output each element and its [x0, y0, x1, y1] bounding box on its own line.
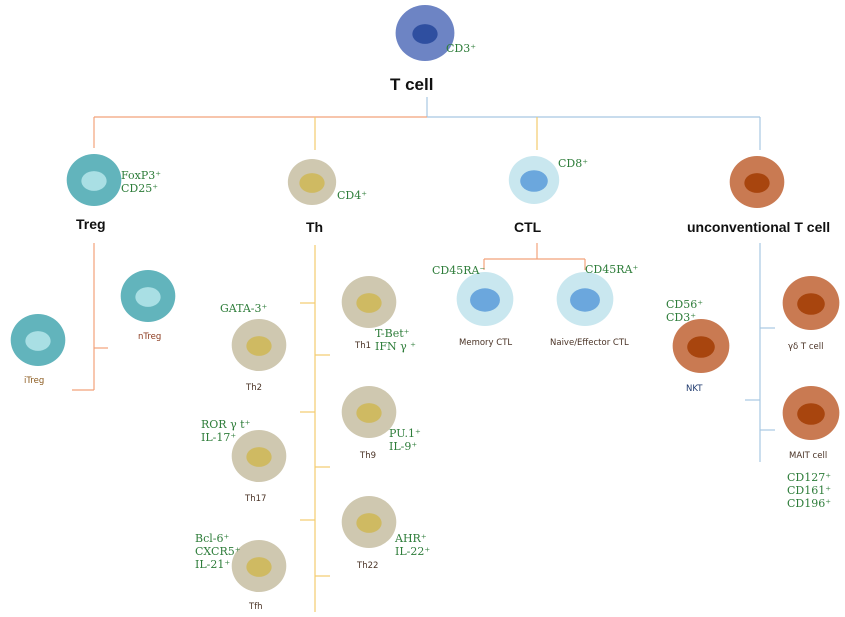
th1-cell — [341, 276, 397, 328]
th9-cell-nucleus — [356, 403, 382, 423]
treg-cell — [66, 154, 122, 206]
th9-cell — [341, 386, 397, 438]
th1-markers: T-Bet⁺ IFN γ ⁺ — [375, 327, 416, 353]
naive-ctl-cell — [556, 272, 614, 326]
gd-t-cell-cell — [782, 276, 840, 330]
th22-cell — [341, 496, 397, 548]
memory-ctl-cell-nucleus — [470, 288, 500, 312]
th9-label: Th9 — [360, 451, 376, 461]
th17-cell-nucleus — [246, 447, 272, 467]
th-marker-cd4: CD4⁺ — [337, 189, 368, 202]
ntreg-cell-nucleus — [135, 287, 161, 307]
unconv-cell — [729, 156, 785, 208]
ctl-cell — [508, 156, 560, 204]
itreg-cell-nucleus — [25, 331, 51, 351]
mait-label: MAIT cell — [789, 451, 828, 461]
gd-t-cell-cell-nucleus — [797, 293, 825, 315]
mait-markers: CD127⁺ CD161⁺ CD196⁺ — [787, 471, 832, 510]
th-title: Th — [306, 219, 324, 235]
naive-ctl-marker: CD45RA⁺ — [585, 263, 639, 276]
tcell-cell — [395, 5, 455, 61]
naive-ctl-label: Naive/Effector CTL — [550, 338, 629, 348]
th22-cell-nucleus — [356, 513, 382, 533]
unconventional-title: unconventional T cell — [687, 219, 831, 235]
mait-cell-cell — [782, 386, 840, 440]
tfh-markers: Bcl-6⁺ CXCR5⁺ IL-21⁺ — [195, 532, 241, 571]
itreg-label: iTreg — [24, 376, 45, 386]
ctl-marker-cd8: CD8⁺ — [558, 157, 589, 170]
th1-cell-nucleus — [356, 293, 382, 313]
memory-ctl-cell — [456, 272, 514, 326]
ntreg-label: nTreg — [138, 332, 162, 342]
th17-label: Th17 — [245, 494, 267, 504]
ntreg-cell — [120, 270, 176, 322]
nkt-label: NKT — [686, 384, 703, 394]
memory-ctl-marker: CD45RA⁻ — [432, 264, 486, 277]
tcell-marker-cd3: CD3⁺ — [446, 42, 477, 55]
th17-markers: ROR γ t⁺ IL-17⁺ — [201, 418, 251, 444]
nkt-cell-nucleus — [687, 336, 715, 358]
memory-ctl-label: Memory CTL — [459, 338, 513, 348]
gd-t-cell-label: γδ T cell — [788, 342, 824, 352]
tcell-title: T cell — [390, 75, 434, 94]
tfh-label: Tfh — [249, 602, 263, 612]
unconv-cell-nucleus — [744, 173, 770, 193]
th22-label: Th22 — [357, 561, 379, 571]
tcell-cell-nucleus — [412, 24, 438, 44]
th-cell — [287, 159, 337, 205]
treg-cell-nucleus — [81, 171, 107, 191]
itreg-cell — [10, 314, 66, 366]
ctl-cell-nucleus — [520, 170, 548, 192]
th1-label: Th1 — [355, 341, 371, 351]
treg-markers: FoxP3⁺ CD25⁺ — [121, 169, 162, 195]
th2-cell-nucleus — [246, 336, 272, 356]
th17-cell — [231, 430, 287, 482]
th22-markers: AHR⁺ IL-22⁺ — [395, 532, 431, 558]
naive-ctl-cell-nucleus — [570, 288, 600, 312]
th2-markers: GATA-3⁺ — [220, 302, 268, 315]
th-cell-nucleus — [299, 173, 325, 193]
th2-label: Th2 — [246, 383, 262, 393]
mait-cell-cell-nucleus — [797, 403, 825, 425]
th9-markers: PU.1⁺ IL-9⁺ — [389, 427, 421, 453]
nkt-markers: CD56⁺ CD3⁺ — [666, 298, 704, 324]
treg-title: Treg — [76, 216, 106, 232]
tfh-cell-nucleus — [246, 557, 272, 577]
th2-cell — [231, 319, 287, 371]
nkt-cell — [672, 319, 730, 373]
ctl-title: CTL — [514, 219, 542, 235]
tfh-cell — [231, 540, 287, 592]
